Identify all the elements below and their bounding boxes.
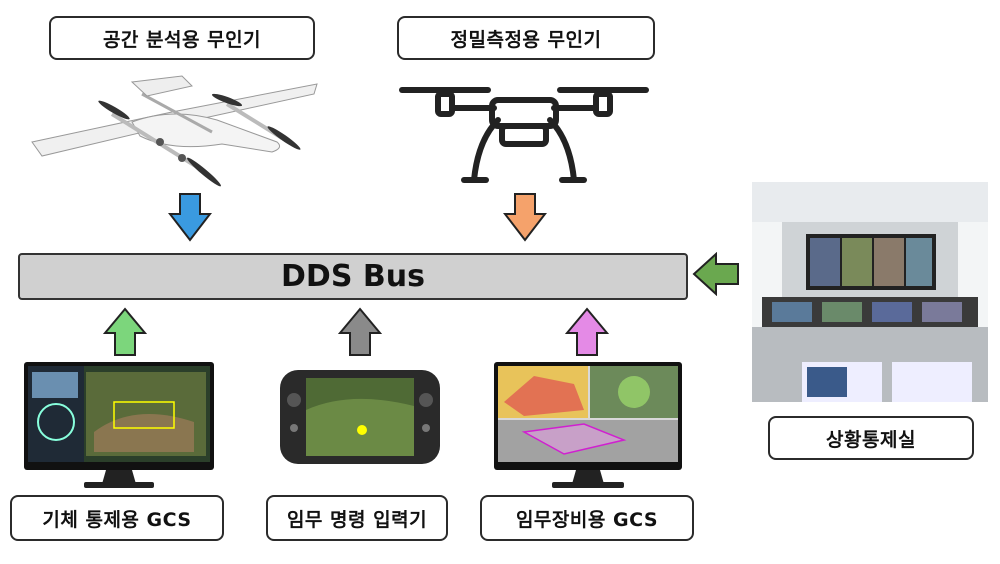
multicopter-uav-icon xyxy=(399,87,649,183)
payload-gcs-label: 임무장비용 GCS xyxy=(480,495,694,541)
multicopter-uav-label: 정밀측정용 무인기 xyxy=(397,16,655,60)
dds-bus: DDS Bus xyxy=(18,253,688,300)
control-room-label: 상황통제실 xyxy=(768,416,974,460)
fixed-wing-uav-label: 공간 분석용 무인기 xyxy=(49,16,315,60)
flight-gcs-to-bus-arrow xyxy=(103,307,147,356)
payload-gcs-to-bus-arrow xyxy=(565,307,609,356)
control-room-photo xyxy=(752,182,988,402)
mission-input-tablet-icon xyxy=(280,370,440,464)
mission-input-label: 임무 명령 입력기 xyxy=(266,495,448,541)
flight-gcs-label: 기체 통제용 GCS xyxy=(10,495,224,541)
flight-gcs-monitor-icon xyxy=(24,362,214,488)
fixed-wing-uav-icon xyxy=(31,75,318,187)
payload-gcs-monitor-icon xyxy=(494,362,682,488)
fixed-wing-to-bus-arrow xyxy=(168,193,212,242)
mission-input-to-bus-arrow xyxy=(338,307,382,356)
control-room-to-bus-arrow xyxy=(692,252,739,296)
arrow-shape xyxy=(168,193,212,242)
multicopter-to-bus-arrow xyxy=(503,193,547,242)
